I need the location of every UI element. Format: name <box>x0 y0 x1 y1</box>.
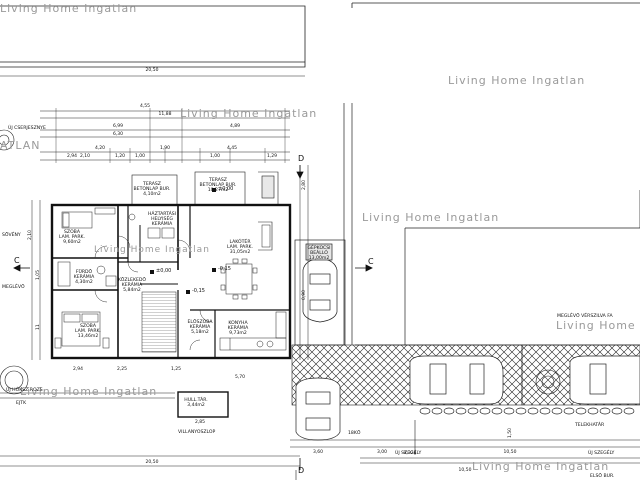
dim-100b: 1,00 <box>209 154 221 159</box>
dim-b-9324: 9,324 <box>403 451 417 456</box>
plot-boundary <box>343 103 640 346</box>
dim-455: 4,55 <box>139 104 151 109</box>
left-dimension-lines <box>31 165 309 360</box>
watermark-3: Living Home Ingatlan <box>180 107 318 120</box>
dim-420: 4,20 <box>94 146 106 151</box>
street-cars <box>295 355 640 441</box>
note-sovora: SÖVÉNY <box>2 233 21 238</box>
level-2: -0,15 <box>218 266 231 272</box>
level-1: ±0,00 <box>156 268 172 274</box>
watermark-4: ATLAN <box>0 139 41 152</box>
dim-v-105: 1,05 <box>36 269 41 280</box>
street-lines <box>0 392 640 480</box>
watermark-6: Living Home Ingatlan <box>556 319 640 332</box>
section-c-left: C <box>14 256 20 265</box>
dim-b-285: 2,85 <box>194 420 206 425</box>
dim-190: 1,90 <box>159 146 171 151</box>
dim-v-11: 11 <box>36 324 41 330</box>
note-elso-bur: ELSŐ BUR. <box>590 474 615 479</box>
dim-v-210: 2,10 <box>28 229 33 240</box>
note-meglevo-ver: MEGLÉVŐ VÉRSZILVA FA <box>557 314 613 319</box>
note-villanyoszlop: VILLANYOSZLOP <box>178 430 216 435</box>
door-swings <box>94 235 213 351</box>
dim-b-1050: 10,50 <box>503 450 517 455</box>
watermark-2: Living Home Ingatlan <box>448 74 586 87</box>
hedge-row <box>419 407 635 415</box>
furniture <box>54 207 287 353</box>
watermark-1: Living Home Ingatlan <box>0 2 138 15</box>
waste-store <box>177 391 229 418</box>
dim-489: 4,89 <box>229 124 241 129</box>
note-ejtk: EJTK <box>16 401 27 406</box>
watermark-7: Living Home Ingatlan <box>20 385 158 398</box>
section-d-bottom: D <box>298 466 305 475</box>
dim-129: 1,29 <box>266 154 278 159</box>
dim-294: 2,94 <box>66 154 78 159</box>
dim-b-total: 20,50 <box>145 460 159 465</box>
note-szegely: MEGLÉVŐ <box>2 285 25 290</box>
note-uj-szegely-2: ÚJ SZEGÉLY <box>588 451 615 456</box>
dim-210: 2,10 <box>79 154 91 159</box>
note-uj-szegely: ÚJ SZEGÉLY <box>395 451 422 456</box>
section-d-top: D <box>298 154 305 163</box>
dim-top-total: 20,50 <box>145 68 159 73</box>
watermark-9: Living Home Ingatlan <box>94 245 210 255</box>
level-4: -0,15 <box>192 288 205 294</box>
trees <box>0 129 561 395</box>
neighbour-building-top <box>0 2 640 68</box>
level-markers <box>150 188 216 294</box>
level-3: ±0,00 <box>218 186 234 192</box>
dim-b-1050b: 10,50 <box>458 468 472 473</box>
dim-b-300: 3,00 <box>376 450 388 455</box>
dim-b-125: 1,25 <box>170 367 182 372</box>
dim-b-294: 2,94 <box>72 367 84 372</box>
dim-699: 6,99 <box>112 124 124 129</box>
terraces <box>131 171 279 206</box>
dim-v-280: 2,80 <box>302 179 307 190</box>
note-beko: 18KŐ <box>348 431 361 436</box>
dim-v-90: 0,90 <box>302 289 307 300</box>
dim-v-150: 1,50 <box>508 427 513 438</box>
section-markers <box>13 165 373 470</box>
section-c-right: C <box>368 257 374 266</box>
dim-b-360: 3,60 <box>312 450 324 455</box>
room-hulladek: HULL.TÁR.3,44m2 <box>184 398 208 408</box>
dim-120: 1,20 <box>114 154 126 159</box>
dim-b-570: 5,70 <box>234 375 246 380</box>
house-walls <box>50 203 292 360</box>
top-dimension-lines <box>40 108 290 163</box>
dim-1188: 11,88 <box>158 112 172 117</box>
dim-b-225: 2,25 <box>116 367 128 372</box>
watermark-5: Living Home Ingatlan <box>362 211 500 224</box>
note-uj-cserje: ÚJ CSERJESZNYE <box>8 126 46 131</box>
dim-100: 1,00 <box>134 154 146 159</box>
dim-445: 4,45 <box>226 146 238 151</box>
watermark-8: Living Home Ingatlan <box>472 460 610 473</box>
dim-630: 6,30 <box>112 132 124 137</box>
note-telekhatar: TELEKHATÁR <box>575 423 605 428</box>
note-uj-hoksz: ÚJ HÓKSZ.ROZS <box>6 388 43 393</box>
